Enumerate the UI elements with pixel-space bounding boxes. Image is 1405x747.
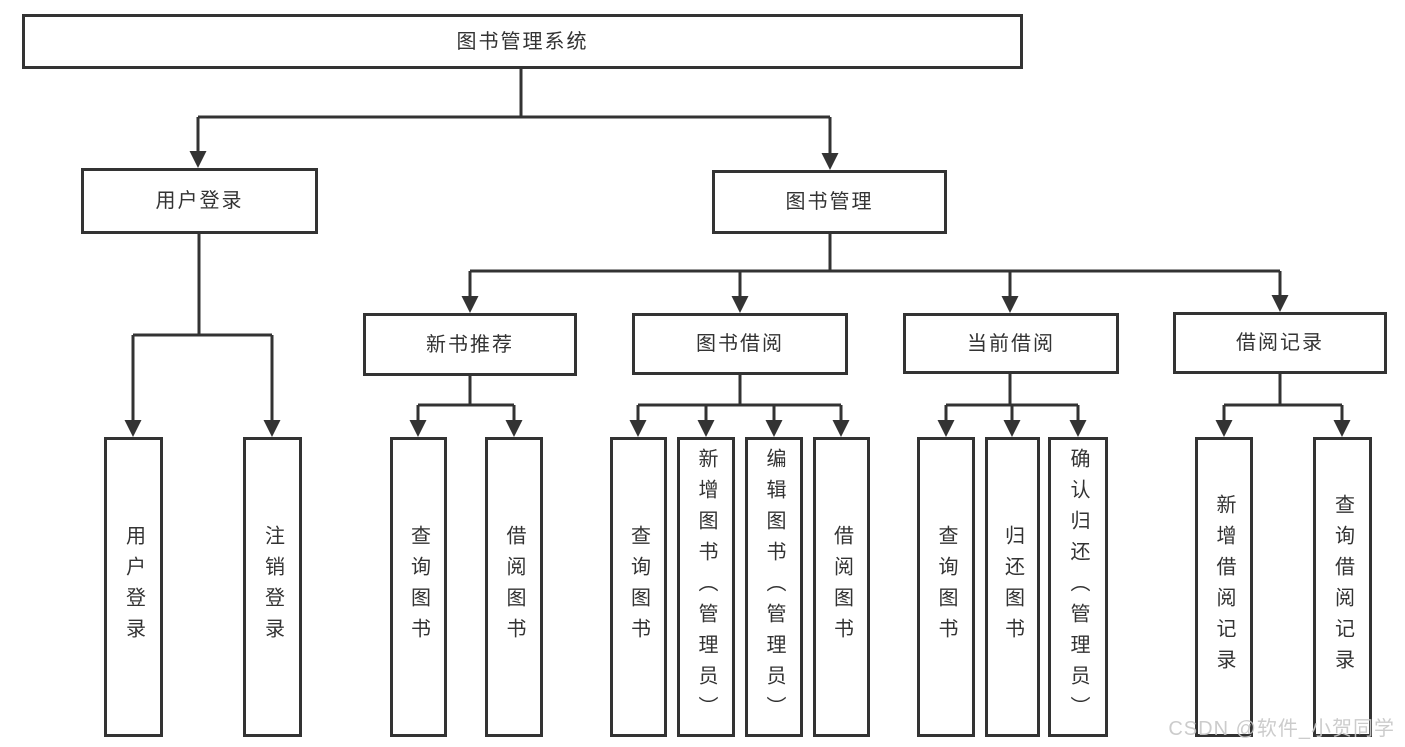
arrow-down-icon (821, 153, 839, 170)
arrow-down-icon (832, 420, 850, 437)
leaf-add-borrow-record: 新增借阅记录 (1195, 437, 1253, 737)
leaf-confirm-return-admin: 确认归还（管理员） (1048, 437, 1108, 737)
arrow-down-icon (697, 420, 715, 437)
arrow-down-icon (1271, 295, 1289, 312)
arrow-down-icon (124, 420, 142, 437)
arrow-down-icon (505, 420, 523, 437)
arrow-down-icon (1333, 420, 1351, 437)
arrow-down-icon (765, 420, 783, 437)
connector-borrow-record-to-leaves (1222, 374, 1344, 421)
connector-root-to-level2 (196, 69, 832, 154)
arrow-down-icon (461, 296, 479, 313)
arrow-down-icon (937, 420, 955, 437)
node-current-borrowing: 当前借阅 (903, 313, 1119, 374)
arrow-down-icon (189, 151, 207, 168)
connector-new-book-to-leaves (416, 376, 516, 421)
leaf-add-books-admin: 新增图书（管理员） (677, 437, 735, 737)
node-book-borrowing: 图书借阅 (632, 313, 848, 375)
leaf-query-books-current: 查询图书 (917, 437, 975, 737)
node-borrowing-records: 借阅记录 (1173, 312, 1387, 374)
arrow-down-icon (1215, 420, 1233, 437)
leaf-borrow-books-recommend: 借阅图书 (485, 437, 543, 737)
leaf-edit-books-admin: 编辑图书（管理员） (745, 437, 803, 737)
leaf-user-login: 用户登录 (104, 437, 163, 737)
leaf-return-books: 归还图书 (985, 437, 1040, 737)
connector-book-mgmt-to-level3 (468, 234, 1282, 297)
arrow-down-icon (1069, 420, 1087, 437)
leaf-borrow-books: 借阅图书 (813, 437, 870, 737)
connector-book-borrow-to-leaves (636, 375, 843, 421)
leaf-query-borrow-record: 查询借阅记录 (1313, 437, 1372, 737)
leaf-query-books-recommend: 查询图书 (390, 437, 447, 737)
arrow-down-icon (409, 420, 427, 437)
node-library-management-system: 图书管理系统 (22, 14, 1023, 69)
arrow-down-icon (263, 420, 281, 437)
leaf-query-books-borrow: 查询图书 (610, 437, 667, 737)
connector-user-login-to-leaves (131, 234, 274, 421)
arrow-down-icon (629, 420, 647, 437)
arrow-down-icon (1003, 420, 1021, 437)
node-user-login: 用户登录 (81, 168, 318, 234)
arrow-down-icon (1001, 296, 1019, 313)
node-new-book-recommendation: 新书推荐 (363, 313, 577, 376)
arrow-down-icon (731, 296, 749, 313)
csdn-watermark: CSDN @软件_小贺同学 (1168, 718, 1395, 740)
connector-current-borrow-to-leaves (944, 374, 1080, 421)
leaf-logout: 注销登录 (243, 437, 302, 737)
node-book-management: 图书管理 (712, 170, 947, 234)
